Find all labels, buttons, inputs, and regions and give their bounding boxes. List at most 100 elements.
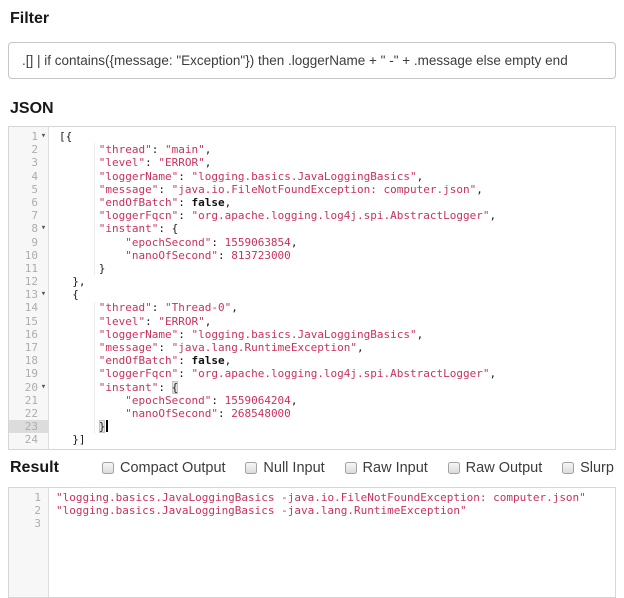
code-line[interactable]: 18 "endOfBatch": false,	[9, 354, 615, 367]
line-number: 3	[31, 156, 38, 170]
code-line[interactable]: 13▾ {	[9, 288, 615, 301]
line-gutter: 3	[9, 517, 49, 530]
line-gutter: 3	[9, 156, 49, 169]
code-line-text[interactable]: "endOfBatch": false,	[98, 195, 232, 209]
result-options: Compact Output Null Input Raw Input Raw Out…	[102, 460, 616, 476]
code-line[interactable]: 17 "message": "java.lang.RuntimeExceptio…	[9, 341, 615, 354]
code-line[interactable]: 2 "logging.basics.JavaLoggingBasics -java…	[9, 504, 615, 517]
line-gutter: 11	[9, 262, 49, 275]
filter-section-label: Filter	[10, 10, 50, 27]
line-number: 17	[24, 341, 38, 354]
compact-output-label: Compact Output	[120, 459, 226, 476]
code-line[interactable]: 22 "nanoOfSecond": 268548000	[9, 407, 615, 420]
line-gutter: 15	[9, 315, 49, 328]
line-number: 2	[34, 503, 41, 517]
line-number: 1	[34, 490, 41, 504]
compact-output-checkbox[interactable]	[102, 461, 114, 474]
fold-arrow-icon[interactable]: ▾	[40, 223, 47, 234]
code-line-text[interactable]: "instant": {	[98, 380, 179, 394]
option-slurp[interactable]: Slurp	[562, 460, 614, 476]
code-line[interactable]: 3 "level": "ERROR",	[9, 156, 615, 169]
code-line-text[interactable]: "instant": {	[98, 222, 179, 236]
line-gutter: 9	[9, 236, 49, 249]
option-raw-input[interactable]: Raw Input	[344, 459, 428, 476]
code-line-text[interactable]: "loggerFqcn": "org.apache.logging.log4j.…	[98, 209, 497, 223]
code-line-text[interactable]: "epochSecond": 1559063854,	[125, 235, 298, 249]
code-line-text[interactable]: "loggerFqcn": "org.apache.logging.log4j.…	[98, 367, 497, 381]
code-line[interactable]: 1 "logging.basics.JavaLoggingBasics -java…	[9, 491, 615, 504]
raw-output-label: Raw Output	[465, 459, 543, 476]
code-line[interactable]: 20▾ "instant": {	[9, 380, 615, 394]
code-line-text[interactable]: "level": "ERROR",	[98, 314, 212, 328]
fold-arrow-icon[interactable]: ▾	[40, 289, 47, 300]
code-line-text[interactable]: "message": "java.io.FileNotFoundExceptio…	[98, 182, 483, 196]
code-line[interactable]: 12 },	[9, 275, 615, 288]
code-line-text[interactable]: "thread": "Thread-0",	[98, 301, 238, 315]
option-compact-output[interactable]: Compact Output	[102, 460, 226, 476]
null-input-checkbox[interactable]	[245, 461, 258, 474]
raw-output-checkbox[interactable]	[447, 461, 460, 474]
code-line[interactable]: 19 "loggerFqcn": "org.apache.logging.log…	[9, 367, 615, 380]
line-number: 22	[24, 406, 38, 420]
code-line[interactable]: 24 }]	[9, 433, 615, 446]
filter-input[interactable]	[8, 42, 616, 79]
line-number: 4	[31, 169, 38, 183]
code-line-text[interactable]: "nanoOfSecond": 268548000	[125, 406, 291, 420]
code-line[interactable]: 8▾ "instant": {	[9, 222, 615, 235]
code-line-text[interactable]: "logging.basics.JavaLoggingBasics -java.…	[56, 490, 586, 504]
code-line[interactable]: 14 "thread": "Thread-0",	[9, 301, 615, 314]
code-line-text[interactable]: [{	[59, 130, 73, 143]
line-gutter: 4	[9, 170, 49, 183]
code-line[interactable]: 10 "nanoOfSecond": 813723000	[9, 249, 615, 262]
line-gutter: 10	[9, 249, 49, 262]
code-line[interactable]: 7 "loggerFqcn": "org.apache.logging.log4…	[9, 209, 615, 222]
line-number: 7	[31, 209, 38, 223]
code-line[interactable]: 3	[9, 517, 615, 530]
code-line-text[interactable]: "loggerName": "logging.basics.JavaLoggin…	[98, 327, 424, 341]
fold-arrow-icon[interactable]: ▾	[40, 381, 47, 392]
code-line-text[interactable]: }	[49, 420, 109, 434]
line-gutter: 14	[9, 301, 49, 314]
code-line[interactable]: 1▾[{	[9, 130, 615, 143]
code-line-text[interactable]: }]	[59, 433, 86, 447]
code-line[interactable]: 23 }	[9, 420, 615, 434]
code-line[interactable]: 2 "thread": "main",	[9, 143, 615, 156]
fold-arrow-icon[interactable]: ▾	[40, 131, 47, 141]
line-number: 15	[24, 314, 38, 328]
code-line-text[interactable]: "endOfBatch": false,	[98, 354, 232, 368]
line-number: 9	[31, 235, 38, 249]
code-line-text[interactable]: }	[59, 261, 106, 275]
option-raw-output[interactable]: Raw Output	[447, 459, 543, 476]
code-line-text[interactable]: "message": "java.lang.RuntimeException",	[98, 341, 364, 354]
code-line[interactable]: 9 "epochSecond": 1559063854,	[9, 236, 615, 249]
line-gutter: 23	[9, 420, 49, 434]
slurp-checkbox[interactable]	[562, 461, 575, 474]
result-editor[interactable]: 1 "logging.basics.JavaLoggingBasics -java…	[8, 486, 616, 598]
code-line-text[interactable]: "epochSecond": 1559064204,	[125, 393, 298, 407]
code-line-text[interactable]: "loggerName": "logging.basics.JavaLoggin…	[98, 169, 424, 183]
code-line[interactable]: 4 "loggerName": "logging.basics.JavaLogg…	[9, 170, 615, 183]
code-line-text[interactable]: "logging.basics.JavaLoggingBasics -java.…	[56, 503, 467, 517]
json-editor[interactable]: 1▾[{2 "thread": "main",3 "level": "ERROR…	[8, 126, 616, 450]
option-null-input[interactable]: Null Input	[245, 460, 325, 476]
code-line-text[interactable]: "thread": "main",	[98, 143, 212, 157]
code-line[interactable]: 5 "message": "java.io.FileNotFoundExcept…	[9, 183, 615, 196]
raw-input-label: Raw Input	[362, 459, 428, 476]
code-line-text[interactable]	[49, 517, 56, 530]
line-gutter: 12	[9, 275, 49, 288]
line-gutter: 16	[9, 328, 49, 341]
code-line[interactable]: 11 }	[9, 262, 615, 275]
code-line-text[interactable]: "nanoOfSecond": 813723000	[125, 248, 291, 262]
raw-input-checkbox[interactable]	[344, 461, 357, 474]
indent-guide	[94, 143, 95, 275]
code-line[interactable]: 16 "loggerName": "logging.basics.JavaLog…	[9, 328, 615, 341]
code-line[interactable]: 21 "epochSecond": 1559064204,	[9, 394, 615, 407]
code-line-text[interactable]: {	[59, 288, 79, 302]
code-line[interactable]: 15 "level": "ERROR",	[9, 315, 615, 328]
code-line[interactable]: 6 "endOfBatch": false,	[9, 196, 615, 209]
code-line-text[interactable]: "level": "ERROR",	[98, 156, 212, 170]
line-number: 20	[24, 380, 38, 394]
code-line-text[interactable]: },	[59, 275, 86, 289]
line-number: 16	[24, 327, 38, 341]
